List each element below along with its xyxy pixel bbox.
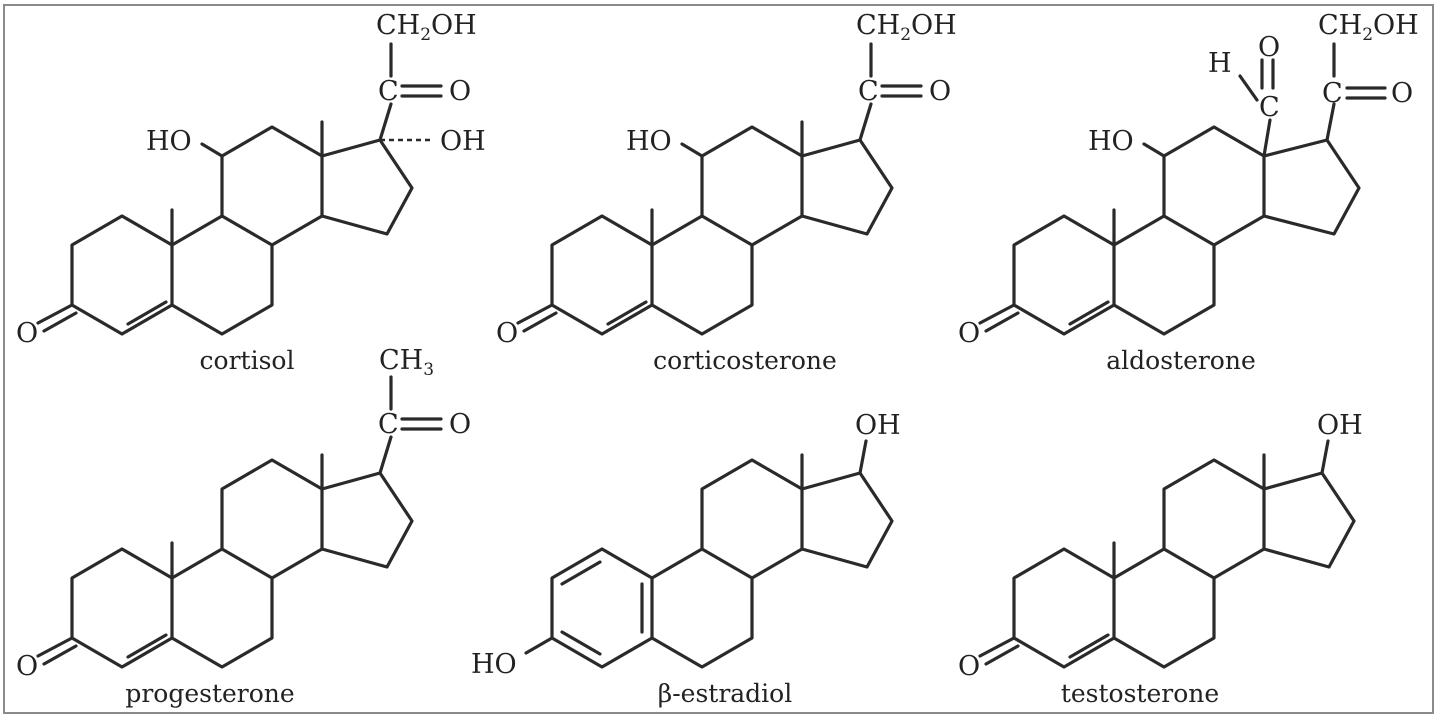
molecule-name: corticosterone [653, 346, 837, 375]
skeleton-bonds [978, 439, 1356, 669]
molecule-name: cortisol [200, 346, 295, 375]
molecule-name: progesterone [125, 679, 294, 708]
hydroxyl-17-label: OH [855, 410, 901, 441]
ketone-oxygen-label: O [958, 651, 980, 682]
hydroxymethyl-label: CH2OH [376, 10, 477, 45]
molecule-estradiol: HO OH β-estradiol [471, 410, 901, 708]
carbonyl-carbon-label: C [378, 409, 399, 440]
ketone-oxygen-label: O [16, 651, 38, 682]
molecule-cortisol: O HO C O CH2OH OH cortisol [16, 10, 486, 375]
skeleton-bonds [36, 42, 443, 336]
hydroxyl-11-label: HO [146, 126, 192, 157]
carbonyl-oxygen-label: O [449, 409, 471, 440]
atom-labels: HO OH [471, 410, 901, 680]
hydroxymethyl-label: CH2OH [856, 10, 957, 45]
carbonyl-oxygen-label: O [449, 76, 471, 107]
methyl-label: CH3 [379, 345, 434, 380]
hydroxyl-11-label: HO [1088, 126, 1134, 157]
skeleton-bonds [978, 42, 1387, 336]
aldehyde-carbon-label: C [1259, 92, 1280, 123]
atom-labels: O HO C O CH2OH OH [16, 10, 486, 349]
hydroxymethyl-label: CH2OH [1318, 10, 1419, 45]
hydroxyl-11-label: HO [626, 126, 672, 157]
skeleton-bonds [516, 42, 923, 336]
hydroxyl-17-label: OH [440, 126, 486, 157]
molecule-testosterone: O OH testosterone [958, 410, 1363, 708]
molecule-aldosterone: O HO H O C C O CH2OH aldosterone [958, 10, 1419, 375]
figure-frame [3, 4, 1434, 714]
molecule-name: β-estradiol [658, 679, 792, 708]
carbonyl-carbon-label: C [858, 76, 879, 107]
skeleton-bonds [36, 375, 443, 669]
molecule-name: testosterone [1061, 679, 1219, 708]
hydroxyl-17-label: OH [1317, 410, 1363, 441]
carbonyl-oxygen-label: O [929, 76, 951, 107]
atom-labels: O HO C O CH2OH [496, 10, 957, 349]
aldehyde-hydrogen-label: H [1208, 48, 1232, 79]
atom-labels: O HO H O C C O CH2OH [958, 10, 1419, 349]
carbonyl-oxygen-label: O [1391, 78, 1413, 109]
atom-labels: O C O CH3 [16, 345, 471, 682]
atom-labels: O OH [958, 410, 1363, 682]
carbonyl-carbon-label: C [1322, 78, 1343, 109]
ketone-oxygen-label: O [496, 318, 518, 349]
hydroxyl-3-label: HO [471, 649, 517, 680]
ketone-oxygen-label: O [958, 318, 980, 349]
ketone-oxygen-label: O [16, 318, 38, 349]
skeleton-bonds [524, 439, 894, 669]
molecule-corticosterone: O HO C O CH2OH corticosterone [496, 10, 957, 375]
molecule-progesterone: O C O CH3 progesterone [16, 345, 471, 708]
aldehyde-oxygen-label: O [1258, 32, 1280, 63]
molecule-name: aldosterone [1106, 346, 1256, 375]
carbonyl-carbon-label: C [378, 76, 399, 107]
